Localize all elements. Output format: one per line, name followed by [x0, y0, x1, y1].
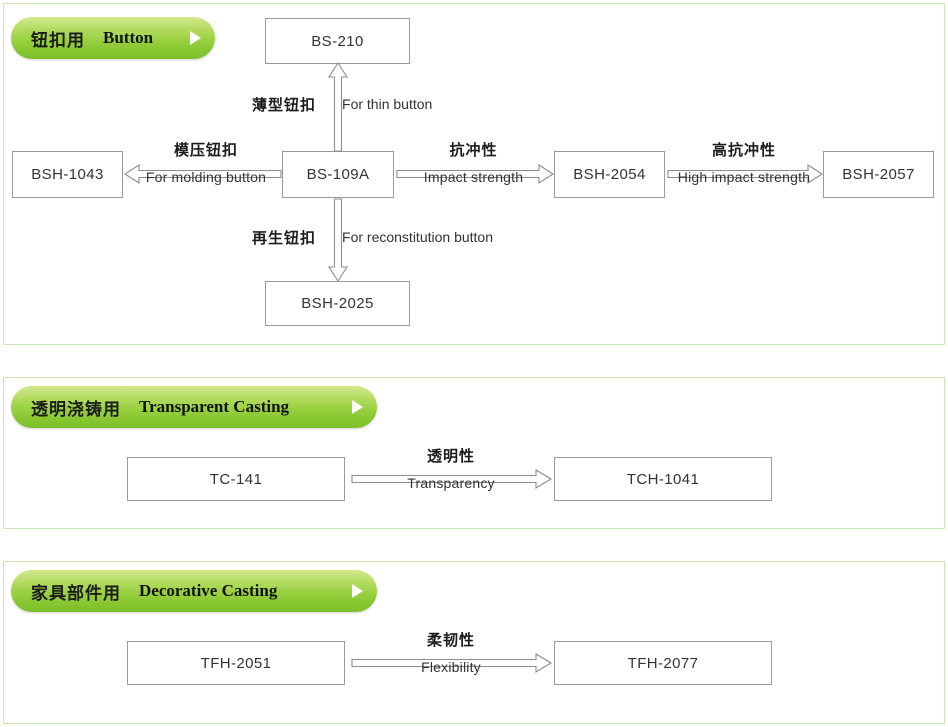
play-triangle-icon — [352, 584, 363, 598]
arrow-label-cn: 模压钮扣 — [173, 141, 238, 159]
arrow-label-en: For reconstitution button — [342, 229, 493, 245]
arrow-label-cn: 抗冲性 — [449, 141, 498, 159]
section-header-label-cn: 透明浇铸用 — [31, 399, 121, 420]
node-bsh-2057[interactable]: BSH-2057 — [823, 151, 934, 198]
arrow-label-impact-strength: 抗冲性 Impact strength — [396, 141, 551, 185]
section-header-label-en: Decorative Casting — [139, 581, 278, 600]
node-label: BSH-2057 — [842, 166, 915, 183]
arrow-label-flexibility: 柔韧性 Flexibility — [351, 631, 551, 675]
node-tfh-2077[interactable]: TFH-2077 — [554, 641, 772, 685]
arrow-label-en: Flexibility — [421, 658, 481, 675]
arrow-label-for-molding-button: 模压钮扣 For molding button — [131, 141, 281, 185]
node-label: TC-141 — [209, 470, 263, 488]
node-label: TCH-1041 — [626, 470, 700, 488]
node-tch-1041[interactable]: TCH-1041 — [554, 457, 772, 501]
arrow-label-cn: 薄型钮扣 — [252, 95, 317, 114]
arrow-label-cn: 再生钮扣 — [252, 228, 317, 247]
section-header-label-en: Button — [103, 28, 154, 47]
section-header-label-cn: 家具部件用 — [31, 583, 121, 604]
arrow-high-impact-strength — [666, 163, 824, 185]
node-tc-141[interactable]: TC-141 — [127, 457, 345, 501]
arrow-transparency — [350, 468, 553, 490]
node-label: TFH-2051 — [200, 654, 272, 672]
section-header-label-en: Transparent Casting — [139, 397, 290, 416]
node-bs-109a[interactable]: BS-109A — [282, 151, 394, 198]
node-label: BS-109A — [306, 166, 370, 183]
arrow-label-en: Transparency — [407, 474, 495, 491]
arrow-impact-strength — [395, 163, 555, 185]
arrow-for-thin-button — [327, 61, 349, 152]
arrow-flexibility — [350, 652, 553, 674]
node-bsh-2054[interactable]: BSH-2054 — [554, 151, 665, 198]
arrow-label-cn: 透明性 — [426, 447, 475, 465]
node-bsh-2025[interactable]: BSH-2025 — [265, 281, 410, 326]
arrow-label-transparency: 透明性 Transparency — [351, 447, 551, 491]
arrow-label-en: For molding button — [145, 168, 267, 185]
arrow-label-high-impact-strength: 高抗冲性 High impact strength — [664, 141, 824, 185]
section-header-decorative[interactable]: 家具部件用 Decorative Casting — [11, 570, 377, 612]
arrow-label-for-reconstitution-button: 再生钮扣 For reconstitution button — [252, 228, 542, 247]
arrow-label-en: Impact strength — [423, 168, 524, 185]
node-label: BS-210 — [311, 32, 364, 50]
play-triangle-icon — [190, 31, 201, 45]
node-label: BSH-2025 — [301, 295, 374, 312]
node-tfh-2051[interactable]: TFH-2051 — [127, 641, 345, 685]
arrow-for-molding-button — [123, 163, 282, 185]
node-label: BSH-1043 — [31, 166, 104, 183]
node-bs-210[interactable]: BS-210 — [265, 18, 410, 64]
section-header-transparent[interactable]: 透明浇铸用 Transparent Casting — [11, 386, 377, 428]
arrow-label-for-thin-button: 薄型钮扣 For thin button — [252, 95, 472, 114]
arrow-label-en: For thin button — [342, 96, 433, 112]
section-header-label-cn: 钮扣用 — [31, 30, 85, 51]
section-header-button[interactable]: 钮扣用 Button — [11, 17, 215, 59]
play-triangle-icon — [352, 400, 363, 414]
node-label: TFH-2077 — [627, 654, 699, 672]
node-bsh-1043[interactable]: BSH-1043 — [12, 151, 123, 198]
arrow-label-cn: 高抗冲性 — [711, 141, 776, 159]
arrow-for-reconstitution-button — [327, 198, 349, 283]
arrow-label-cn: 柔韧性 — [426, 631, 475, 649]
node-label: BSH-2054 — [573, 166, 646, 183]
arrow-label-en: High impact strength — [677, 168, 811, 185]
